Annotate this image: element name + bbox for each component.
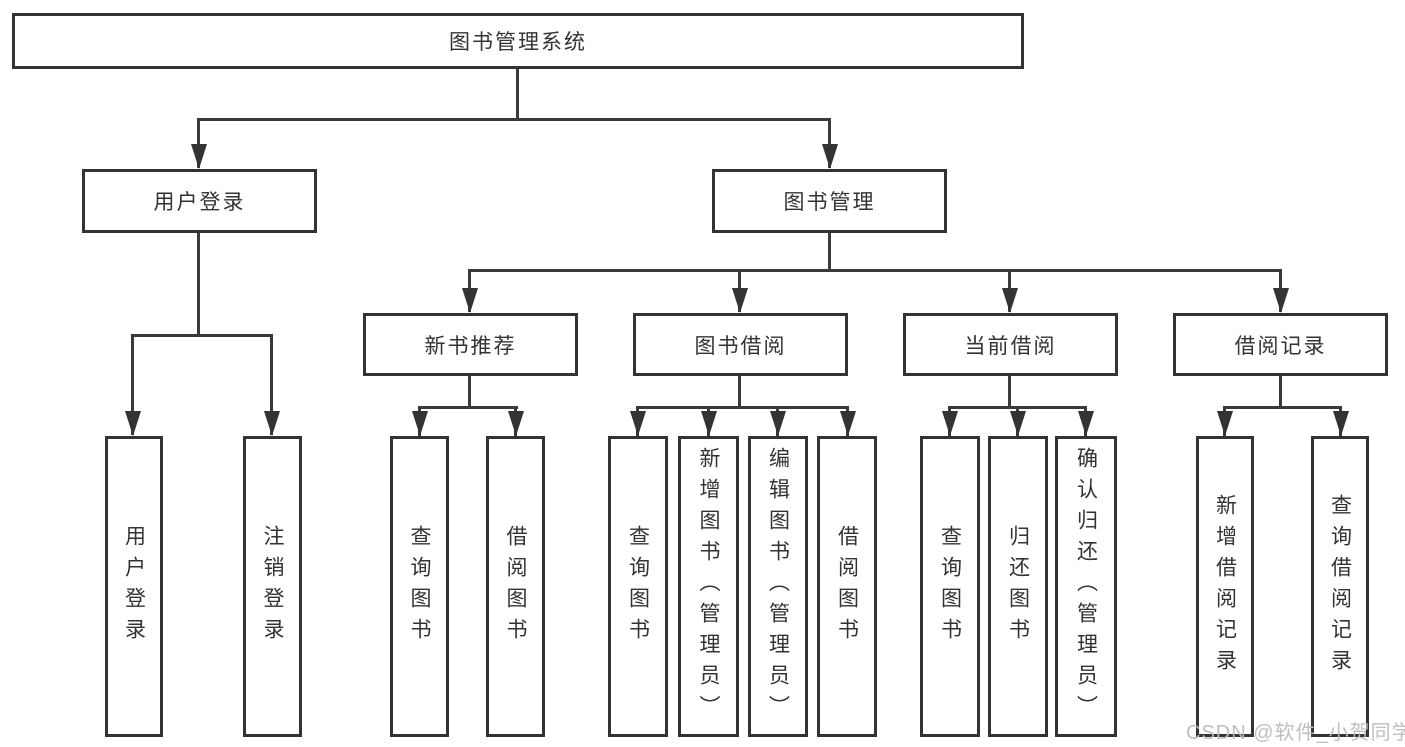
connector-drop-leaf-logout <box>270 334 273 435</box>
arrow-down-bb-edit <box>770 411 786 436</box>
leaf-recommend-query-books: 查询图书 <box>390 436 449 737</box>
connector-borrow-record-rail <box>1223 406 1341 409</box>
connector-drop-user-login <box>197 118 200 168</box>
arrow-down-book-borrow <box>732 288 748 313</box>
leaf-add-borrow-record: 新增借阅记录 <box>1196 436 1254 737</box>
arrow-down-bb-add <box>701 411 717 436</box>
arrow-down-new-book <box>462 288 478 313</box>
node-user-login: 用户登录 <box>82 169 317 233</box>
arrow-down-cb-query <box>942 411 958 436</box>
connector-drop-book-mgmt <box>828 118 831 168</box>
leaf-edit-book-admin: 编辑图书（管理员） <box>748 436 808 737</box>
leaf-user-login: 用户登录 <box>105 436 163 737</box>
node-root: 图书管理系统 <box>12 13 1024 69</box>
arrow-down-cb-confirm <box>1078 411 1094 436</box>
leaf-add-book-admin: 新增图书（管理员） <box>678 436 739 737</box>
arrow-down-br-query <box>1333 411 1349 436</box>
node-book-management: 图书管理 <box>712 169 947 233</box>
arrow-down-book-mgmt <box>822 144 838 169</box>
arrow-down-leaf-logout <box>264 411 280 436</box>
connector-user-login-drop <box>197 233 200 336</box>
leaf-recommend-borrow-books: 借阅图书 <box>486 436 545 737</box>
connector-book-borrow-rail <box>636 406 848 409</box>
leaf-query-borrow-record: 查询借阅记录 <box>1311 436 1369 737</box>
arrow-down-br-add <box>1217 411 1233 436</box>
connector-user-login-rail <box>131 334 273 337</box>
arrow-down-rec-borrow <box>508 411 524 436</box>
node-new-book-recommend: 新书推荐 <box>363 313 578 376</box>
arrow-down-current-borrow <box>1002 288 1018 313</box>
connector-current-borrow-drop <box>1008 376 1011 408</box>
leaf-borrow-query-books: 查询图书 <box>608 436 668 737</box>
leaf-current-query-books: 查询图书 <box>920 436 980 737</box>
connector-book-mgmt-drop <box>828 233 831 272</box>
node-book-borrow: 图书借阅 <box>633 313 848 376</box>
connector-borrow-record-drop <box>1279 376 1282 408</box>
leaf-confirm-return-admin: 确认归还（管理员） <box>1055 436 1117 737</box>
arrow-down-bb-borrow <box>840 411 856 436</box>
arrow-down-user-login <box>191 144 207 169</box>
leaf-logout: 注销登录 <box>243 436 302 737</box>
arrow-down-leaf-login <box>125 411 141 436</box>
connector-drop-leaf-login <box>131 334 134 435</box>
connector-level2-rail <box>197 118 831 121</box>
node-current-borrow: 当前借阅 <box>903 313 1118 376</box>
connector-root-drop <box>516 69 519 121</box>
csdn-watermark: CSDN @软件_小贺同学 <box>1186 722 1405 744</box>
connector-book-borrow-drop <box>738 376 741 408</box>
arrow-down-cb-return <box>1010 411 1026 436</box>
connector-new-book-drop <box>468 376 471 408</box>
leaf-borrow-borrow-books: 借阅图书 <box>817 436 877 737</box>
connector-level3-rail <box>468 269 1282 272</box>
connector-new-book-rail <box>418 406 518 409</box>
arrow-down-bb-query <box>630 411 646 436</box>
node-borrow-record: 借阅记录 <box>1173 313 1388 376</box>
leaf-return-book: 归还图书 <box>988 436 1048 737</box>
arrow-down-rec-query <box>412 411 428 436</box>
arrow-down-borrow-record <box>1273 288 1289 313</box>
